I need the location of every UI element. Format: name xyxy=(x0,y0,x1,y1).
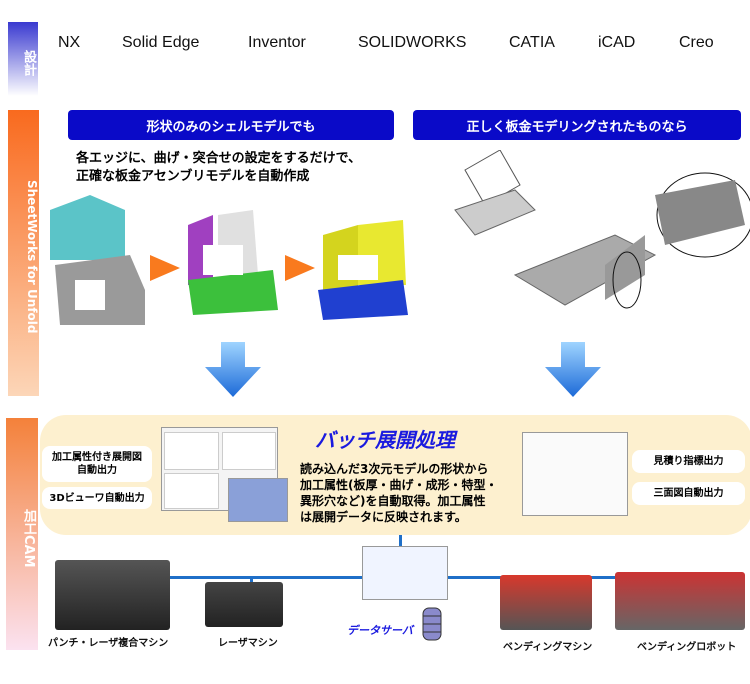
data-server-screenshot xyxy=(362,546,448,600)
label-unfold-output: 加工属性付き展開図 自動出力 xyxy=(42,446,152,482)
chassis-model-image xyxy=(505,165,750,330)
design-band: 設計 xyxy=(8,22,38,96)
bending-machine-image xyxy=(500,575,592,630)
description-line: 正確な板金アセンブリモデルを自動作成 xyxy=(76,169,310,184)
label-3d-viewer-output: 3Dビューワ自動出力 xyxy=(42,487,152,509)
cad-catia: CATIA xyxy=(509,34,555,51)
cad-solidworks: SOLIDWORKS xyxy=(358,34,467,51)
sheetmetal-model-image xyxy=(318,215,413,325)
description-line: 異形穴など)を自動取得。加工属性 xyxy=(300,494,486,508)
right-header: 正しく板金モデリングされたものなら xyxy=(413,110,741,140)
description-line: 加工属性(板厚・曲げ・成形・特型・ xyxy=(300,478,498,492)
sheetworks-band: SheetWorks for Unfold xyxy=(8,110,39,396)
laser-machine-image xyxy=(205,582,283,627)
machine-label: レーザマシン xyxy=(218,638,278,649)
machine-label: ベンディングロボット xyxy=(637,642,737,653)
edited-model-image xyxy=(183,205,283,325)
punch-laser-machine-image xyxy=(55,560,170,630)
assembly-exploded-image xyxy=(415,149,545,250)
cad-icad: iCAD xyxy=(598,34,636,51)
description-line: は展開データに反映されます。 xyxy=(300,510,467,524)
cad-solid-edge: Solid Edge xyxy=(122,34,200,51)
3d-viewer-screenshot xyxy=(228,478,288,522)
bending-robot-image xyxy=(615,572,745,630)
sheetworks-description: 各エッジに、曲げ・突合せの設定をするだけで、 正確な板金アセンブリモデルを自動作… xyxy=(76,150,361,186)
arrow-right-icon xyxy=(285,255,315,281)
shell-model-image xyxy=(50,190,150,330)
arrow-down-icon xyxy=(545,342,601,397)
machine-label: パンチ・レーザ複合マシン xyxy=(48,638,169,649)
description-line: 各エッジに、曲げ・突合せの設定をするだけで、 xyxy=(76,151,362,166)
batch-panel xyxy=(40,415,750,535)
machine-label: ベンディングマシン xyxy=(503,642,593,653)
cad-creo: Creo xyxy=(679,34,714,51)
cam-band: 加工CAM xyxy=(6,418,38,650)
batch-description: 読み込んだ3次元モデルの形状から 加工属性(板厚・曲げ・成形・特型・ 異形穴など… xyxy=(300,461,498,525)
server-stack-icon xyxy=(422,607,442,641)
arrow-down-icon xyxy=(205,342,261,397)
cad-inventor: Inventor xyxy=(248,34,306,51)
arrow-right-icon xyxy=(150,255,180,281)
batch-title: バッチ展開処理 xyxy=(315,428,455,452)
network-line xyxy=(399,535,402,547)
description-line: 読み込んだ3次元モデルの形状から xyxy=(300,462,489,476)
three-view-screenshot xyxy=(522,432,628,516)
label-estimate-output: 見積り指標出力 xyxy=(632,450,745,473)
label-three-view-output: 三面図自動出力 xyxy=(632,482,745,505)
unfold-screenshot xyxy=(161,427,278,511)
cad-nx: NX xyxy=(58,34,81,51)
data-server-label: データサーバ xyxy=(347,624,413,637)
left-header: 形状のみのシェルモデルでも xyxy=(68,110,394,140)
